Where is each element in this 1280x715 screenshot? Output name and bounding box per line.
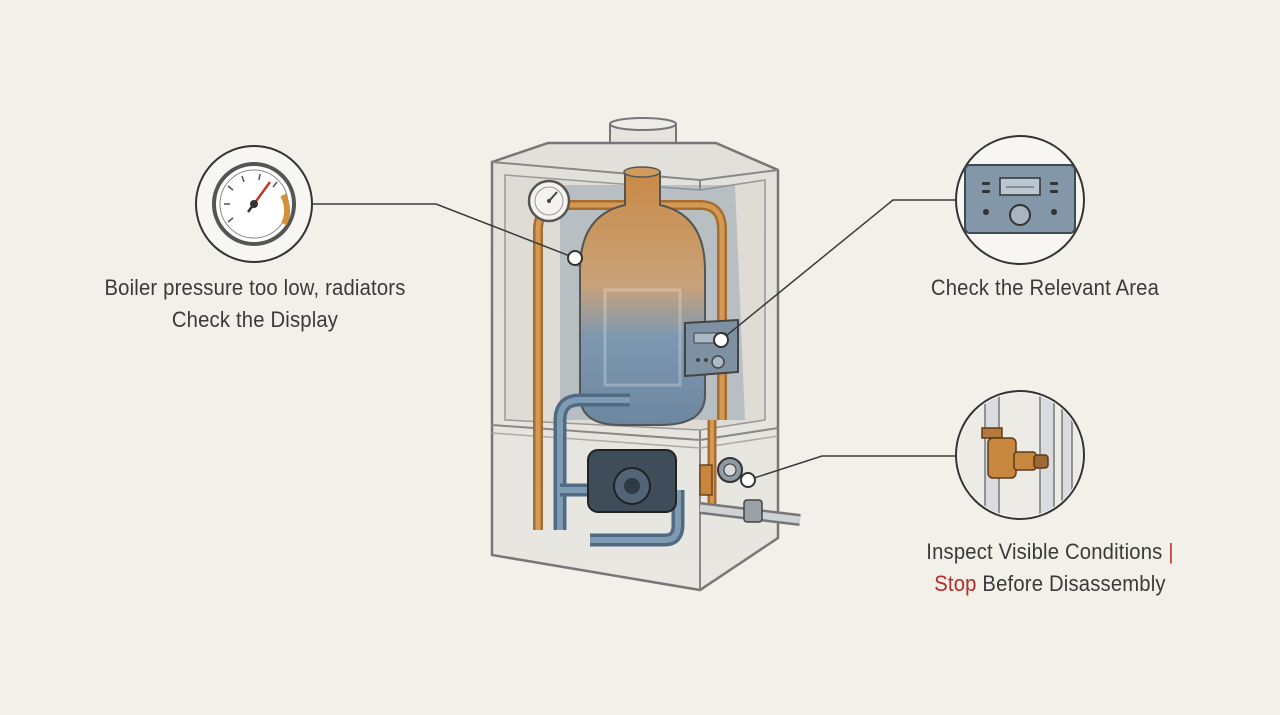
leader-lines xyxy=(313,199,955,481)
valve-caption-separator: | xyxy=(1168,539,1174,564)
display-anchor-dot xyxy=(713,332,729,348)
valve-anchor-dot xyxy=(740,472,756,488)
anchor-dots xyxy=(567,250,756,488)
display-caption: Check the Relevant Area xyxy=(893,272,1197,304)
outlet-valve xyxy=(699,457,801,526)
valve-caption-rest: Before Disassembly xyxy=(982,571,1166,596)
pressure-gauge-icon xyxy=(195,145,313,263)
heat-exchanger-tank xyxy=(579,166,706,426)
pressure-anchor-dot xyxy=(567,250,583,266)
valve-caption-line-1: Inspect Visible Conditions | xyxy=(894,536,1207,568)
pipe-valve-icon xyxy=(955,390,1085,520)
control-panel-icon xyxy=(955,135,1085,265)
pressure-caption: Boiler pressure too low, radiators Check… xyxy=(76,272,435,336)
boiler-gauge xyxy=(527,179,571,223)
valve-caption-text: Inspect Visible Conditions xyxy=(926,539,1163,564)
display-caption-line-1: Check the Relevant Area xyxy=(930,275,1160,300)
valve-caption-line-2: Stop Before Disassembly xyxy=(894,568,1207,600)
blue-pipework xyxy=(553,393,685,547)
pressure-caption-line-2: Check the Display xyxy=(171,307,339,332)
valve-caption: Inspect Visible Conditions | Stop Before… xyxy=(894,536,1207,600)
boiler-control-panel xyxy=(684,318,739,378)
stop-word: Stop xyxy=(934,571,977,596)
pressure-caption-line-1: Boiler pressure too low, radiators xyxy=(104,275,406,300)
